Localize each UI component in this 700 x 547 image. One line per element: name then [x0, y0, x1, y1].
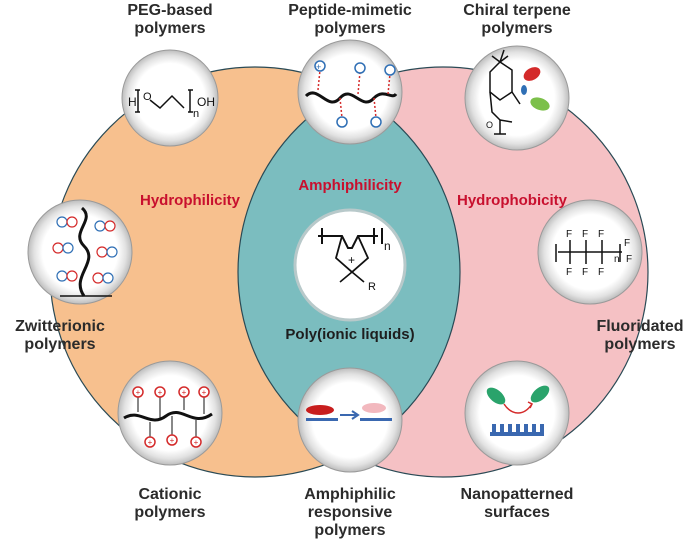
nanopattern-structure: [486, 385, 550, 436]
cationic-structure: [123, 386, 213, 448]
region-label-hydrophobicity: Hydrophobicity: [457, 192, 568, 209]
terpene-blue-drop: [521, 85, 527, 95]
svg-text:F: F: [566, 267, 572, 278]
terpene-structure: [489, 49, 521, 135]
pil-n-subscript: n: [384, 239, 391, 253]
svg-text:+: +: [182, 388, 187, 397]
svg-text:F: F: [624, 238, 630, 249]
svg-text:+: +: [136, 388, 141, 397]
peg-h: H: [128, 95, 137, 109]
pil-r-group: R: [368, 281, 376, 293]
peptide-charge: +: [316, 62, 321, 72]
svg-text:F: F: [582, 267, 588, 278]
peg-structure: [135, 89, 193, 113]
hydrophobic-region-outline: [237, 66, 649, 478]
center-label: Poly(ionic liquids): [285, 326, 414, 343]
cationic-charges: + + + + + + +: [136, 388, 207, 447]
caption-peg: PEG-based polymers: [127, 2, 213, 37]
amph-responsive-structure: [306, 403, 392, 421]
svg-text:n: n: [614, 254, 620, 265]
terpene-o: O: [486, 120, 493, 130]
terpene-green-bacterium: [530, 97, 550, 111]
region-label-hydrophilicity: Hydrophilicity: [140, 192, 241, 209]
svg-text:F: F: [582, 229, 588, 240]
terpene-red-bacterium: [523, 67, 541, 81]
svg-text:+: +: [148, 438, 153, 447]
svg-text:+: +: [158, 388, 163, 397]
fluoridated-atoms: F F F F F F F F n: [566, 229, 632, 278]
peg-oh: OH: [197, 95, 215, 109]
zwitterionic-structure: [52, 206, 118, 297]
svg-text:+: +: [194, 438, 199, 447]
svg-text:+: +: [202, 388, 207, 397]
caption-fluoridated: Fluoridated polymers: [596, 318, 684, 353]
caption-peptide: Peptide-mimetic polymers: [288, 2, 412, 37]
svg-text:F: F: [626, 254, 632, 265]
svg-text:F: F: [566, 229, 572, 240]
svg-text:F: F: [598, 267, 604, 278]
node-amph-responsive: [297, 367, 403, 473]
caption-cationic: Cationic polymers: [134, 486, 206, 521]
peg-n: n: [193, 108, 199, 120]
caption-zwitterionic: Zwitterionic polymers: [15, 318, 105, 353]
node-terpene: [464, 45, 570, 151]
peptide-structure: [304, 60, 398, 128]
svg-text:F: F: [598, 229, 604, 240]
caption-amph-responsive: Amphiphilic responsive polymers: [304, 486, 396, 539]
pil-plus: +: [348, 253, 355, 267]
fluoridated-structure: [555, 240, 622, 264]
peg-o: O: [143, 91, 152, 103]
region-label-amphiphilicity: Amphiphilicity: [298, 177, 402, 194]
caption-terpene: Chiral terpene polymers: [463, 2, 571, 37]
poly-ionic-liquid-structure: [293, 208, 407, 322]
caption-nanopatterned: Nanopatterned surfaces: [460, 486, 574, 521]
svg-text:+: +: [170, 436, 175, 445]
